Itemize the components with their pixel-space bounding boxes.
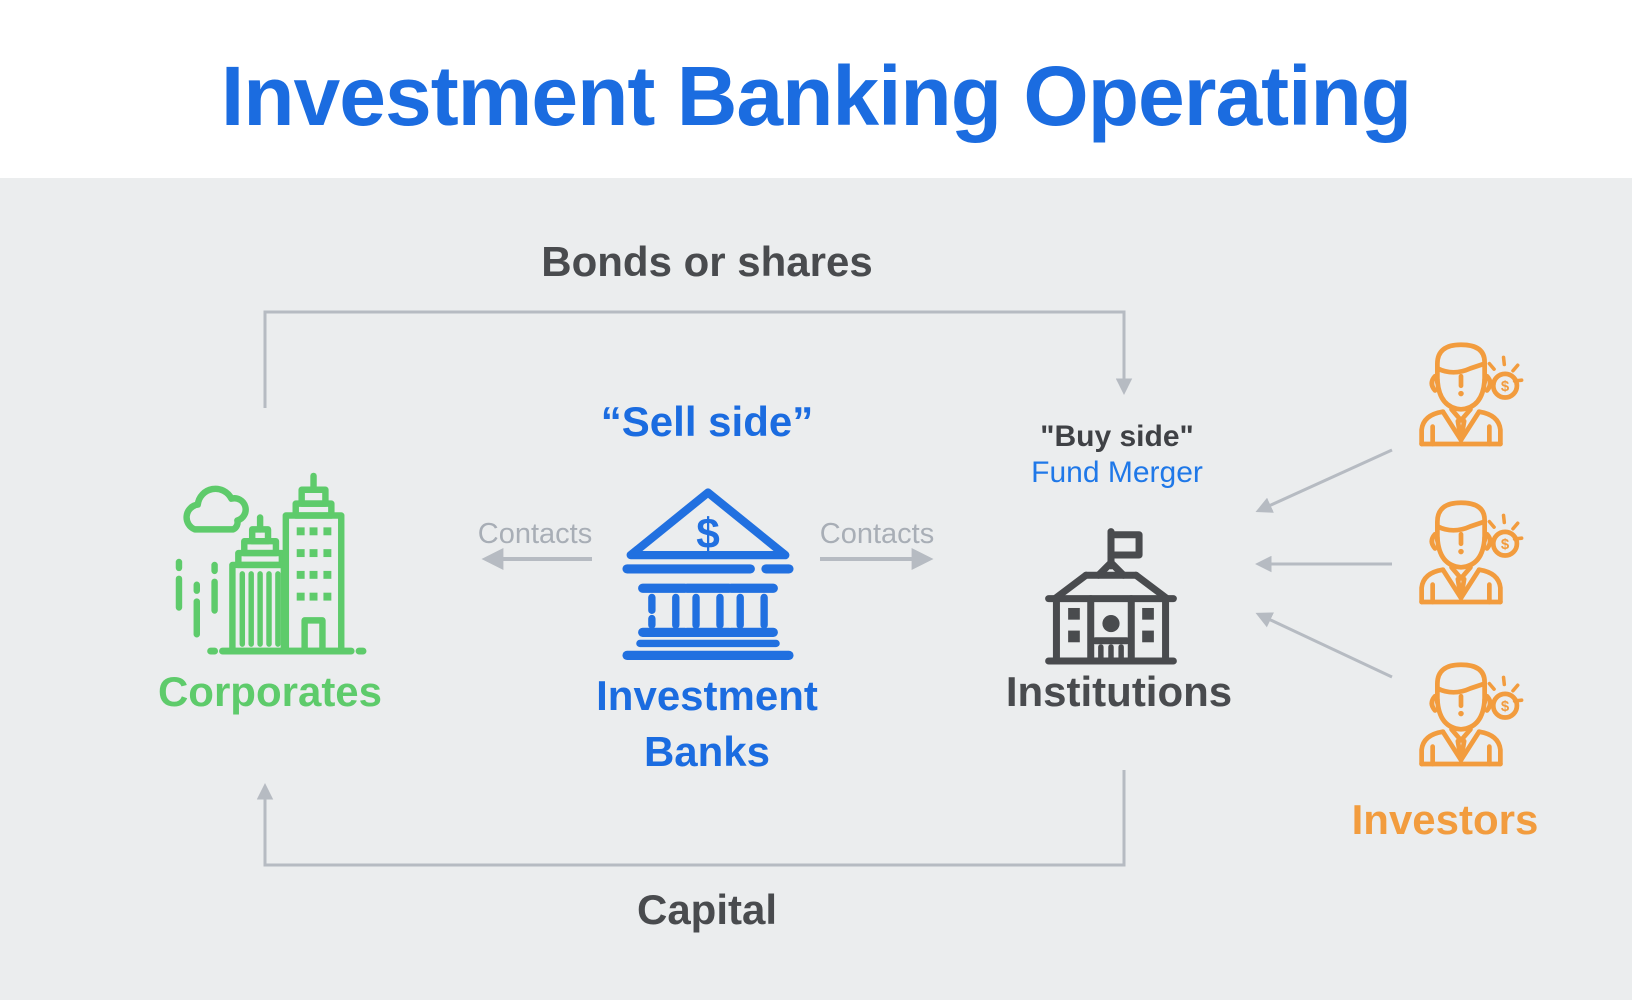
contacts-left-label: Contacts — [477, 518, 593, 550]
institutions-label: Institutions — [1005, 668, 1233, 715]
institutions-icon — [1033, 516, 1189, 668]
fund-merger-label: Fund Merger — [1031, 456, 1203, 489]
cloud-icon — [183, 485, 249, 533]
investors-label: Investors — [1351, 796, 1539, 843]
contacts-right-label: Contacts — [819, 518, 935, 550]
capital-label: Capital — [636, 886, 778, 933]
investment-banks-label-line1: Investment — [596, 672, 818, 719]
corporates-icon — [170, 468, 370, 656]
page-title: Investment Banking Operating — [220, 49, 1412, 143]
corporates-label: Corporates — [157, 668, 383, 715]
investor-icon-3 — [1398, 656, 1524, 768]
investor-icon-2 — [1398, 494, 1524, 606]
investor-icon-1 — [1398, 336, 1524, 448]
sell-side-label: “Sell side” — [600, 398, 814, 445]
buy-side-label: "Buy side" — [1040, 420, 1194, 453]
bonds-or-shares-label: Bonds or shares — [541, 238, 873, 285]
bank-dollar-glyph: $ — [696, 510, 720, 557]
investment-banks-label: Investment Banks — [596, 668, 818, 780]
investment-bank-icon: $ — [616, 476, 800, 660]
investment-banks-label-line2: Banks — [643, 728, 771, 775]
